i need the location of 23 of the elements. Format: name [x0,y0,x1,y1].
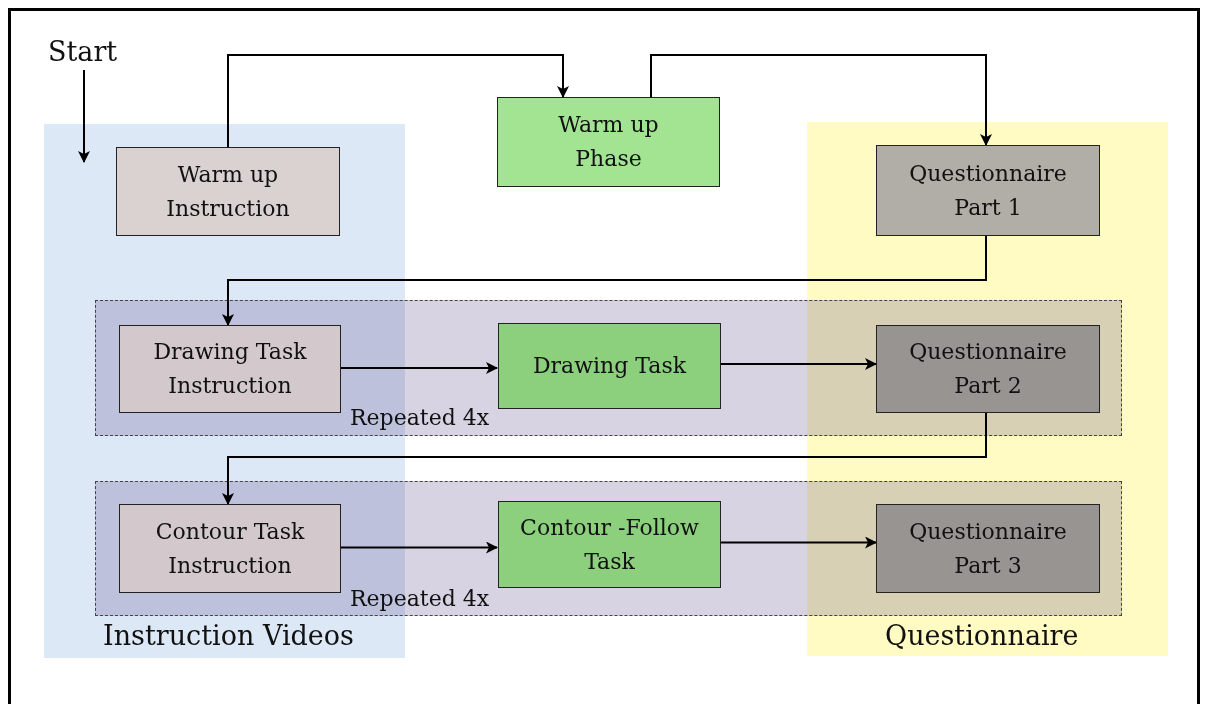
process-box: Questionnaire Part 1 [876,145,1100,236]
arrow [719,536,877,549]
start-label: Start [48,36,124,70]
process-box: Warm up Instruction [116,147,340,236]
process-box: Drawing Task [498,323,721,409]
process-box: Drawing Task Instruction [119,325,341,413]
repeat-label: Repeated 4x [350,586,490,611]
arrow [340,362,498,374]
process-box: Questionnaire Part 2 [876,325,1100,413]
arrow [650,54,992,146]
arrow [78,69,90,163]
arrow [719,358,877,370]
process-box: Contour Task Instruction [119,504,341,593]
process-box: Contour -Follow Task [498,501,721,588]
band-label: Questionnaire [885,620,1079,651]
arrow [340,541,498,554]
repeat-label: Repeated 4x [350,405,490,430]
arrow [222,235,987,326]
arrow [227,54,569,148]
process-box: Warm up Phase [497,97,720,187]
arrow [222,412,987,505]
band-label: Instruction Videos [103,620,354,651]
process-box: Questionnaire Part 3 [876,504,1100,593]
